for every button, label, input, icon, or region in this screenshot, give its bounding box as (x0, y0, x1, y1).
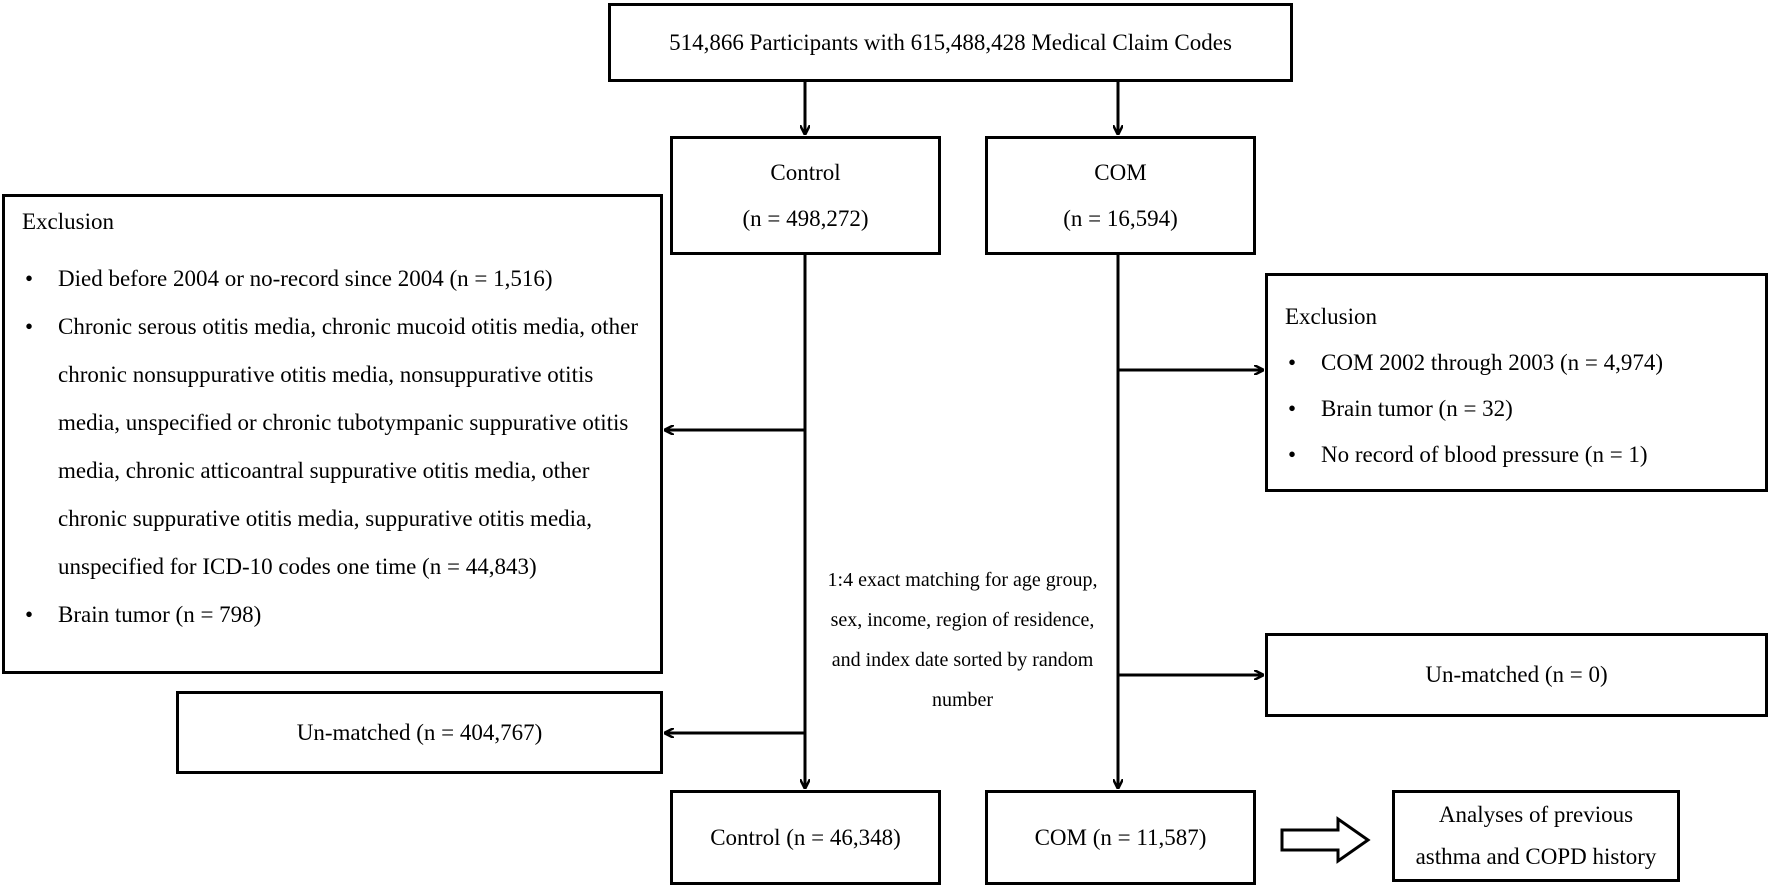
com-group-label: COM (1094, 159, 1147, 185)
control-unmatched-box: Un-matched (n = 404,767) (176, 691, 663, 774)
com-exclusion-item: COM 2002 through 2003 (n = 4,974) (1276, 340, 1766, 386)
control-unmatched-text: Un-matched (n = 404,767) (296, 719, 543, 745)
hollow-arrow-to-analysis (1280, 816, 1371, 864)
control-exclusion-item: Died before 2004 or no-record since 2004… (13, 255, 649, 303)
matching-note: 1:4 exact matching for age group, sex, i… (827, 569, 1098, 711)
analysis-text: Analyses of previous asthma and COPD his… (1415, 802, 1657, 869)
com-exclusion-list: COM 2002 through 2003 (n = 4,974) Brain … (1276, 340, 1766, 478)
com-final-text: COM (n = 11,587) (1034, 824, 1207, 850)
control-exclusion-item: Brain tumor (n = 798) (13, 591, 649, 639)
com-final-box: COM (n = 11,587) (985, 790, 1256, 885)
control-exclusion-title: Exclusion (22, 209, 114, 234)
control-exclusion-item: Chronic serous otitis media, chronic muc… (13, 303, 649, 591)
com-exclusion-item: Brain tumor (n = 32) (1276, 386, 1766, 432)
control-group-label: Control (770, 159, 841, 185)
control-final-text: Control (n = 46,348) (710, 824, 901, 850)
com-unmatched-text: Un-matched (n = 0) (1425, 662, 1608, 688)
control-exclusion-box: Exclusion Died before 2004 or no-record … (2, 194, 663, 674)
participants-box: 514,866 Participants with 615,488,428 Me… (608, 3, 1293, 82)
com-group-box: COM (n = 16,594) (985, 136, 1256, 255)
com-group-count: (n = 16,594) (1063, 205, 1178, 231)
control-group-count: (n = 498,272) (742, 205, 869, 231)
com-exclusion-item: No record of blood pressure (n = 1) (1276, 432, 1766, 478)
com-exclusion-title: Exclusion (1285, 304, 1377, 329)
control-final-box: Control (n = 46,348) (670, 790, 941, 885)
com-exclusion-box: Exclusion COM 2002 through 2003 (n = 4,9… (1265, 273, 1768, 492)
com-unmatched-box: Un-matched (n = 0) (1265, 633, 1768, 717)
control-exclusion-list: Died before 2004 or no-record since 2004… (13, 255, 649, 639)
participants-text: 514,866 Participants with 615,488,428 Me… (669, 29, 1232, 55)
control-group-box: Control (n = 498,272) (670, 136, 941, 255)
analysis-box: Analyses of previous asthma and COPD his… (1392, 790, 1680, 882)
